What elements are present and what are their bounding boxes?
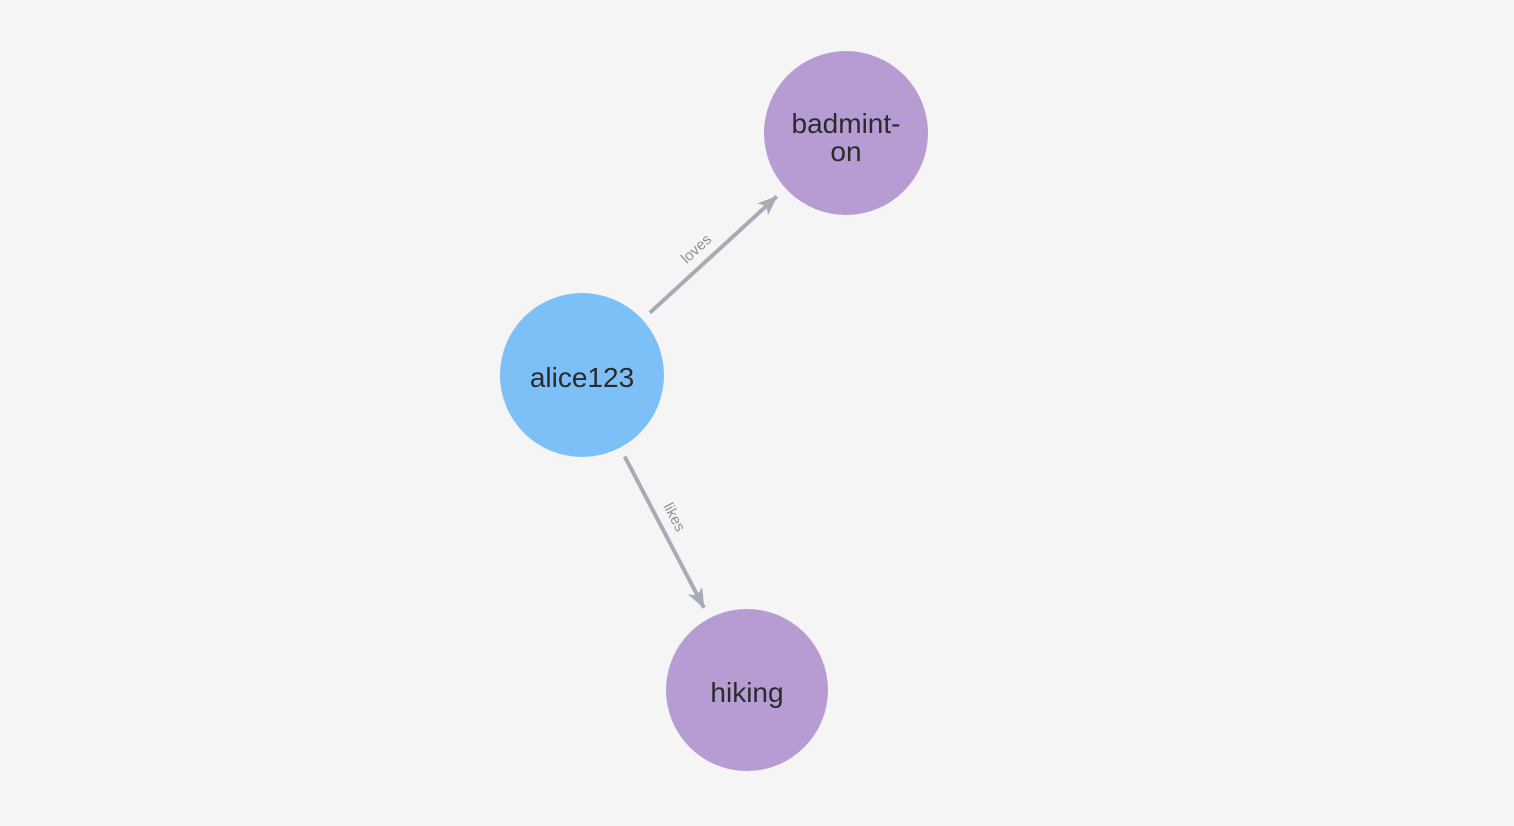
graph-edge-likes[interactable]: likes [622,455,706,609]
node-circle[interactable] [500,293,664,457]
node-circle[interactable] [666,609,828,771]
graph-node-alice123[interactable]: alice123 [500,293,664,457]
edge-line[interactable] [648,195,779,315]
graph-edge-loves[interactable]: loves [648,195,779,315]
edge-line[interactable] [622,455,706,609]
edge-label: loves [678,231,715,267]
nodes-layer: alice123 badmint-on hiking [500,51,928,771]
graph-node-badminton[interactable]: badmint-on [764,51,928,215]
graph-node-hiking[interactable]: hiking [666,609,828,771]
node-circle[interactable] [764,51,928,215]
